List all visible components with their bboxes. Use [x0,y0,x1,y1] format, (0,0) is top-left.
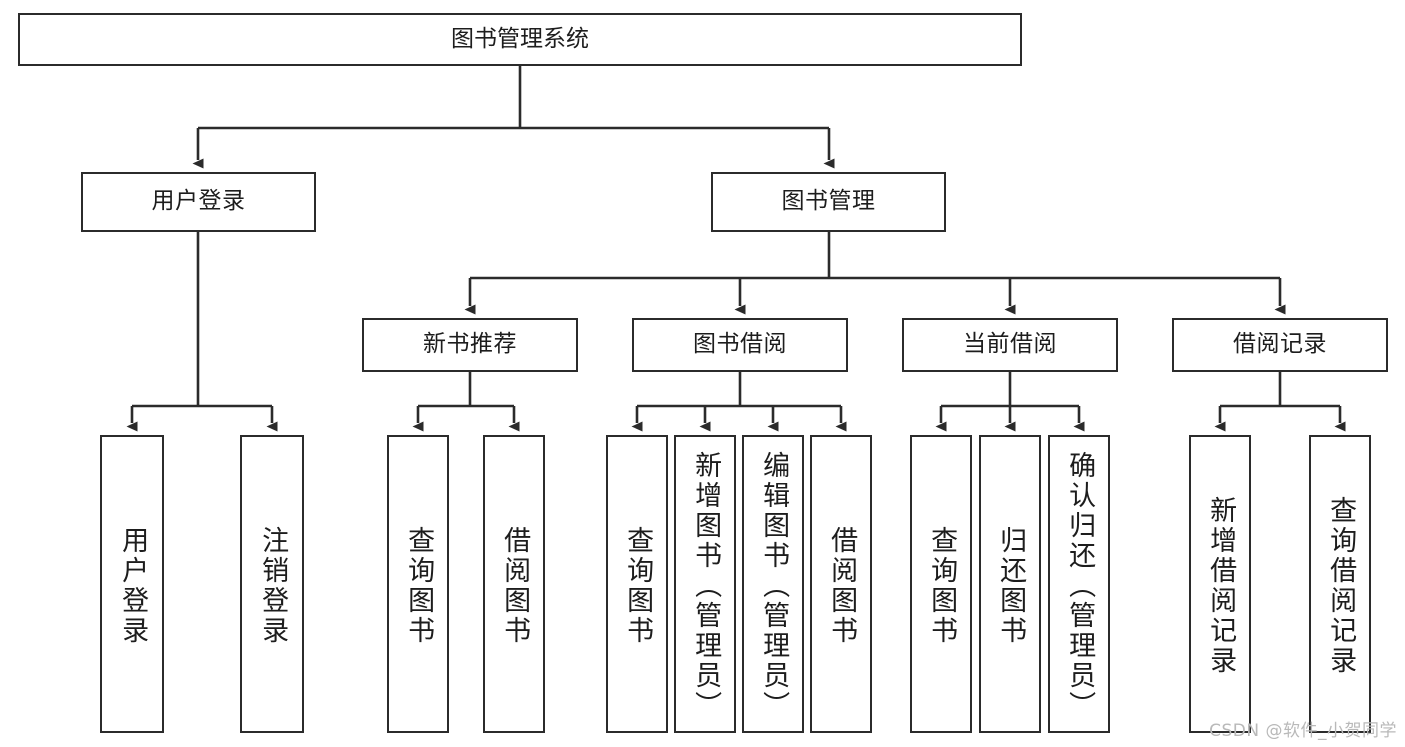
node-root-book-management-system[interactable]: 图书管理系统 [18,13,1022,66]
leaf-edit-book-admin[interactable]: 编辑图书（管理员） [742,435,804,733]
leaf-add-borrow-record[interactable]: 新增借阅记录 [1189,435,1251,733]
node-book-borrow[interactable]: 图书借阅 [632,318,848,372]
leaf-logout-login[interactable]: 注销登录 [240,435,304,733]
watermark-csdn: CSDN @软件_小贺同学 [1209,721,1397,741]
node-new-book-recommend[interactable]: 新书推荐 [362,318,578,372]
leaf-query-book-current[interactable]: 查询图书 [910,435,972,733]
node-book-manage[interactable]: 图书管理 [711,172,946,232]
node-borrow-record[interactable]: 借阅记录 [1172,318,1388,372]
node-current-borrow[interactable]: 当前借阅 [902,318,1118,372]
leaf-add-book-admin[interactable]: 新增图书（管理员） [674,435,736,733]
leaf-user-login[interactable]: 用户登录 [100,435,164,733]
leaf-query-book-borrow[interactable]: 查询图书 [606,435,668,733]
node-user-login[interactable]: 用户登录 [81,172,316,232]
leaf-query-borrow-record[interactable]: 查询借阅记录 [1309,435,1371,733]
leaf-confirm-return-admin[interactable]: 确认归还（管理员） [1048,435,1110,733]
leaf-return-book[interactable]: 归还图书 [979,435,1041,733]
leaf-borrow-book-recommend[interactable]: 借阅图书 [483,435,545,733]
leaf-borrow-book-borrow[interactable]: 借阅图书 [810,435,872,733]
leaf-query-book-recommend[interactable]: 查询图书 [387,435,449,733]
